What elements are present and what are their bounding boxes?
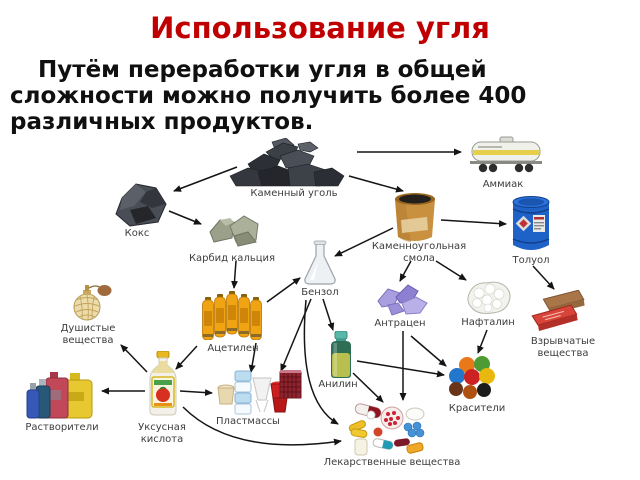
dyes-label: Красители bbox=[448, 403, 506, 414]
dyes-icon bbox=[447, 355, 503, 401]
fragrance-icon bbox=[69, 281, 114, 321]
carbide-label: Карбид кальция bbox=[188, 253, 276, 264]
toluene-icon bbox=[511, 195, 551, 253]
coal-label: Каменный уголь bbox=[250, 188, 338, 199]
arrow-acetic-to-plastics bbox=[179, 389, 213, 397]
aniline-icon bbox=[327, 330, 355, 379]
arrow-naphthalene-to-dyes bbox=[477, 329, 488, 354]
arrow-coal-to-tar bbox=[348, 175, 404, 193]
coke-label: Кокс bbox=[124, 228, 150, 239]
acetylene-icon bbox=[202, 290, 264, 341]
aniline-label: Анилин bbox=[318, 379, 358, 390]
arrow-coal-to-coke bbox=[173, 166, 238, 192]
arrow-tar-to-toluene bbox=[440, 219, 507, 228]
arrow-acetylene-to-acetic bbox=[175, 345, 198, 370]
acetic-icon bbox=[146, 350, 180, 417]
solvents-label: Растворители bbox=[25, 422, 99, 433]
anthracene-icon bbox=[374, 283, 429, 316]
toluene-label: Толуол bbox=[512, 255, 550, 266]
plastics-icon bbox=[216, 368, 302, 416]
ammonia-label: Аммиак bbox=[482, 179, 524, 190]
arrow-tar-to-anthracene bbox=[399, 260, 412, 282]
carbide-icon bbox=[204, 212, 262, 248]
arrow-acetylene-to-benzene bbox=[266, 277, 301, 303]
arrow-tar-to-benzene bbox=[334, 227, 394, 257]
coke-icon bbox=[112, 182, 168, 228]
arrow-aniline-to-medicines bbox=[352, 372, 384, 403]
slide-title: Использование угля bbox=[150, 11, 490, 45]
tar-label: Каменноугольная смола bbox=[371, 241, 467, 264]
explosives-label: Взрывчатые вещества bbox=[530, 336, 596, 359]
arrow-acetic-to-medicines bbox=[182, 406, 342, 446]
fragrance-label: Душистые вещества bbox=[60, 323, 116, 346]
arrow-toluene-to-explosives bbox=[532, 265, 555, 290]
benzene-icon bbox=[302, 240, 338, 286]
benzene-label: Бензол bbox=[301, 287, 339, 298]
medicines-label: Лекарственные вещества bbox=[323, 457, 461, 468]
intro-text: Путём переработки угля в общей сложности… bbox=[10, 57, 527, 135]
arrow-acetylene-to-plastics bbox=[248, 342, 257, 373]
naphthalene-label: Нафталин bbox=[461, 317, 515, 328]
acetic-label: Уксусная кислота bbox=[138, 422, 186, 445]
medicines-icon bbox=[347, 402, 427, 456]
arrow-benzene-to-plastics bbox=[280, 298, 312, 372]
arrow-benzene-to-aniline bbox=[322, 298, 335, 331]
arrow-anthracene-to-dyes bbox=[410, 335, 447, 367]
arrow-acetic-to-fragrance bbox=[120, 344, 148, 373]
arrow-tar-to-naphthalene bbox=[435, 260, 467, 281]
explosives-icon bbox=[531, 289, 589, 332]
naphthalene-icon bbox=[463, 279, 513, 315]
arrow-benzene-to-medicines bbox=[303, 299, 339, 425]
arrow-carbide-to-acetylene bbox=[231, 260, 239, 289]
tar-icon bbox=[391, 191, 439, 243]
plastics-label: Пластмассы bbox=[216, 416, 280, 427]
arrow-aniline-to-dyes bbox=[356, 360, 445, 378]
ammonia-icon bbox=[466, 135, 546, 175]
acetylene-label: Ацетилен bbox=[207, 343, 259, 354]
arrow-coke-to-carbide bbox=[168, 210, 202, 225]
coal-icon bbox=[228, 137, 346, 190]
anthracene-label: Антрацен bbox=[374, 318, 426, 329]
solvents-icon bbox=[26, 370, 96, 422]
